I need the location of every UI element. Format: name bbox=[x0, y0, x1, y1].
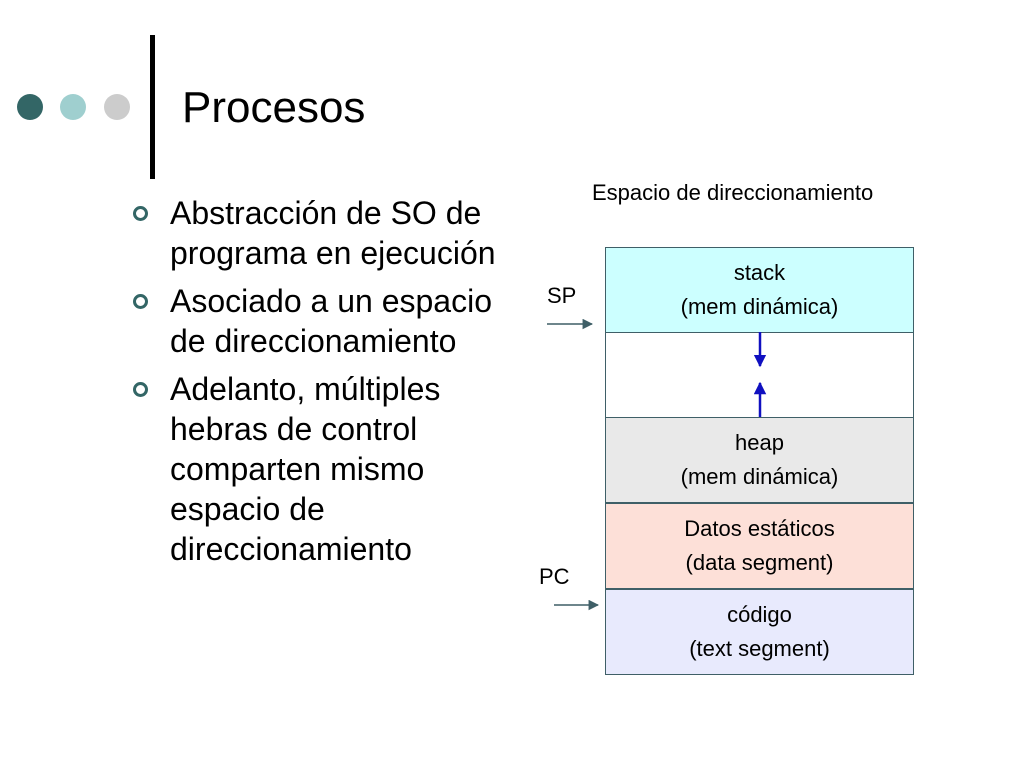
sp-register-label: SP bbox=[547, 283, 577, 308]
free-space-segment bbox=[605, 332, 914, 418]
stack-label: stack bbox=[733, 260, 786, 285]
pc-register-label: PC bbox=[539, 564, 570, 589]
stack-sublabel: (mem dinámica) bbox=[680, 294, 839, 319]
bullet-item: Adelanto, múltiples hebras de control co… bbox=[130, 369, 500, 569]
text-sublabel: (text segment) bbox=[689, 636, 830, 661]
bullet-circle-icon bbox=[133, 206, 148, 221]
slide-title: Procesos bbox=[182, 83, 366, 132]
heap-segment: heap (mem dinámica) bbox=[605, 417, 914, 503]
data-segment: Datos estáticos (data segment) bbox=[605, 503, 914, 589]
bullet-circle-icon bbox=[133, 294, 148, 309]
bullet-text: Adelanto, múltiples hebras de control co… bbox=[170, 371, 441, 567]
bullet-text: Asociado a un espacio de direccionamient… bbox=[170, 283, 492, 359]
bullet-item: Abstracción de SO de programa en ejecuci… bbox=[130, 193, 500, 273]
heap-sublabel: (mem dinámica) bbox=[680, 464, 839, 489]
diagram-title: Espacio de direccionamiento bbox=[592, 180, 874, 205]
stack-segment: stack (mem dinámica) bbox=[605, 247, 914, 333]
text-segment: código (text segment) bbox=[605, 589, 914, 675]
bullet-item: Asociado a un espacio de direccionamient… bbox=[130, 281, 500, 361]
bullet-circle-icon bbox=[133, 382, 148, 397]
data-sublabel: (data segment) bbox=[685, 550, 834, 575]
decorative-dot-dark bbox=[17, 94, 43, 120]
bullet-list: Abstracción de SO de programa en ejecuci… bbox=[130, 193, 500, 577]
heap-label: heap bbox=[735, 430, 784, 455]
decorative-dot-light bbox=[60, 94, 86, 120]
text-label: código bbox=[727, 602, 792, 627]
bullet-text: Abstracción de SO de programa en ejecuci… bbox=[170, 195, 496, 271]
title-divider bbox=[150, 35, 155, 179]
data-label: Datos estáticos bbox=[684, 516, 835, 541]
decorative-dot-grey bbox=[104, 94, 130, 120]
